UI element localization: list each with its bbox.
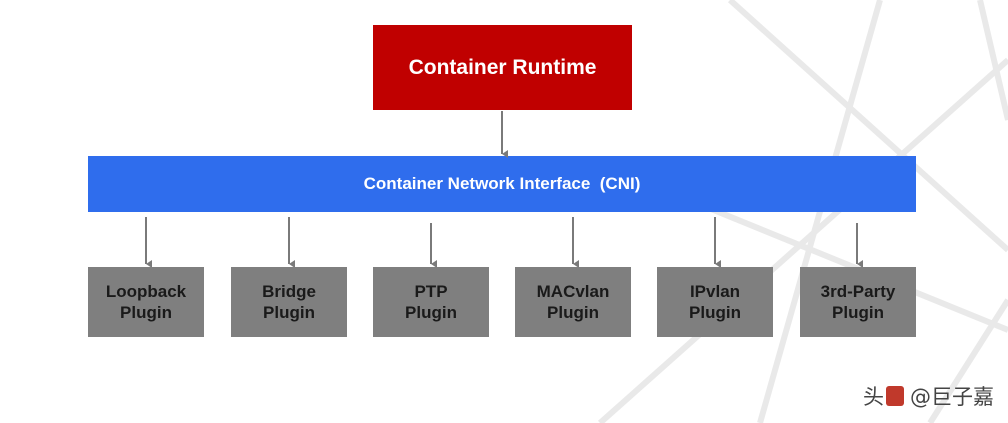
plugin-suffix: Plugin <box>120 303 172 322</box>
plugin-suffix: Plugin <box>405 303 457 322</box>
plugin-name: PTP <box>414 282 448 301</box>
cni-bar: Container Network Interface (CNI) <box>88 156 916 212</box>
plugin-box-macvlan: MACvlan Plugin <box>515 267 631 337</box>
toutiao-logo-icon: 头 <box>863 381 904 411</box>
plugin-name: 3rd-Party <box>820 282 896 301</box>
plugin-box-loopback: Loopback Plugin <box>88 267 204 337</box>
plugin-suffix: Plugin <box>832 303 884 322</box>
plugin-name: MACvlan <box>536 282 610 301</box>
plugin-suffix: Plugin <box>263 303 315 322</box>
plugin-name: Loopback <box>105 282 187 301</box>
watermark-logo-text: 头 <box>863 385 884 409</box>
plugin-suffix: Plugin <box>689 303 741 322</box>
plugin-name: Bridge <box>262 282 316 301</box>
plugin-box-bridge: Bridge Plugin <box>231 267 347 337</box>
toutiao-badge-icon <box>886 386 904 406</box>
container-runtime-box: Container Runtime <box>373 25 632 110</box>
plugin-box-ipvlan: IPvlan Plugin <box>657 267 773 337</box>
plugin-name: IPvlan <box>689 282 741 301</box>
plugin-box-ptp: PTP Plugin <box>373 267 489 337</box>
plugin-box-3rd-party: 3rd-Party Plugin <box>800 267 916 337</box>
plugin-suffix: Plugin <box>547 303 599 322</box>
container-runtime-label: Container Runtime <box>408 55 597 79</box>
cni-label: Container Network Interface (CNI) <box>363 174 641 193</box>
watermark: 头 @巨子嘉 <box>863 381 994 411</box>
watermark-author: @巨子嘉 <box>910 385 994 409</box>
